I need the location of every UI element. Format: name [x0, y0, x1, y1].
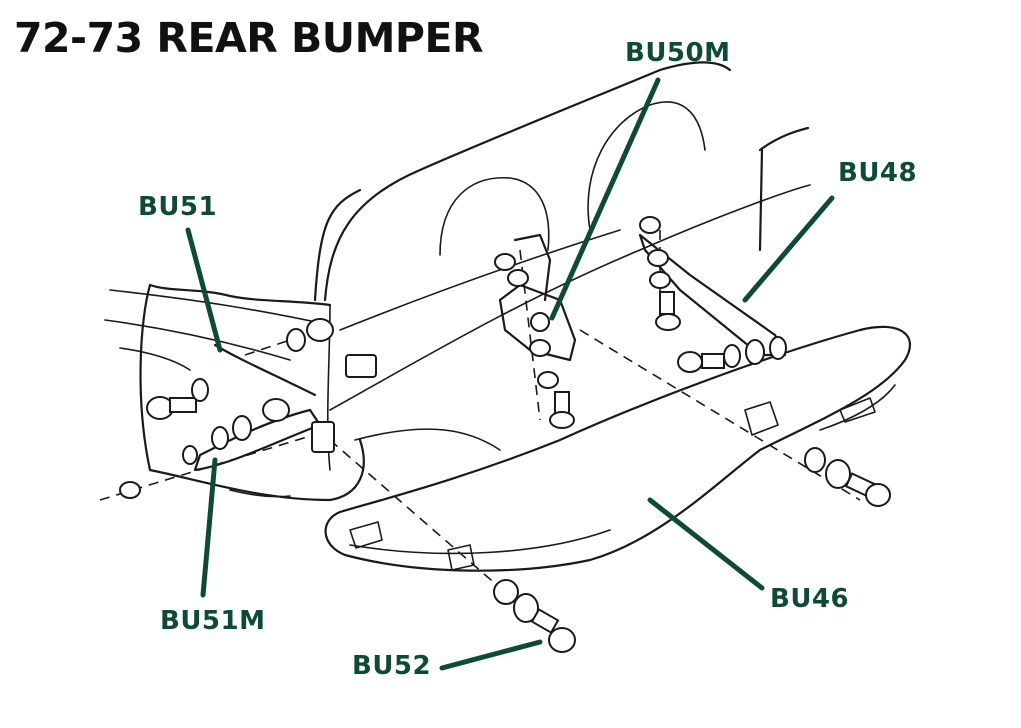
callout-bu51m: BU51M [160, 606, 266, 636]
leader-bu52 [439, 639, 543, 671]
fasteners [119, 216, 891, 653]
diagram-title: 72-73 REAR BUMPER [14, 14, 484, 62]
callout-leaders [185, 77, 835, 671]
leader-bu48 [742, 195, 835, 303]
leader-bu51m [200, 457, 218, 598]
car-body-outline [104, 61, 811, 451]
callout-bu50m: BU50M [625, 38, 731, 68]
leader-bu46 [647, 497, 765, 591]
callout-bu48: BU48 [838, 158, 918, 188]
bumper-clips [349, 397, 876, 571]
brackets [193, 233, 787, 472]
leader-bu51 [185, 227, 223, 353]
bumper-bar [324, 325, 912, 572]
leader-bu50m [549, 77, 661, 321]
quarter-panel-cutaway [139, 283, 365, 502]
callout-bu51: BU51 [138, 192, 218, 222]
callout-bu52: BU52 [352, 651, 432, 681]
callout-bu46: BU46 [770, 584, 850, 614]
